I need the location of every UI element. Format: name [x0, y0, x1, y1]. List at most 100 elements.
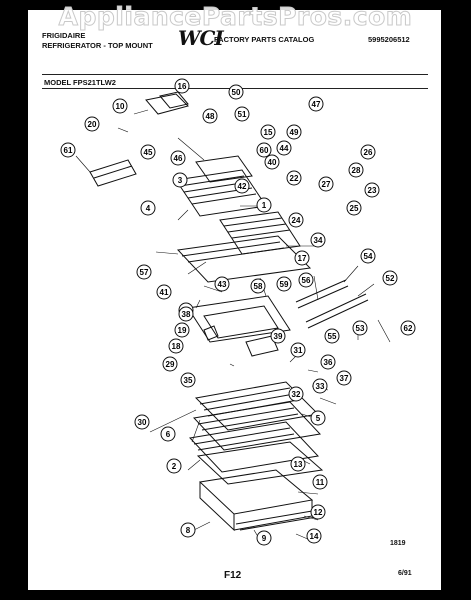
svg-text:14: 14	[310, 532, 319, 541]
figure-number: F12	[224, 570, 242, 581]
document-number: 5995206512	[368, 35, 410, 44]
brand-name: FRIGIDAIRE	[42, 31, 86, 40]
callout-12: 12	[310, 504, 326, 520]
svg-text:22: 22	[290, 174, 299, 183]
svg-text:46: 46	[174, 154, 183, 163]
callout-47: 47	[308, 96, 324, 112]
callout-23: 23	[364, 182, 380, 198]
svg-text:6: 6	[166, 430, 171, 439]
svg-text:52: 52	[386, 274, 395, 283]
callout-16: 16	[174, 78, 190, 94]
callout-49: 49	[286, 124, 302, 140]
crisper-cover-part	[145, 93, 189, 115]
svg-text:16: 16	[178, 82, 187, 91]
callout-30: 30	[134, 414, 150, 430]
svg-text:4: 4	[146, 204, 151, 213]
callout-28: 28	[348, 162, 364, 178]
callout-61: 61	[60, 142, 76, 158]
callout-45: 45	[140, 144, 156, 160]
callout-41: 41	[156, 284, 172, 300]
svg-text:27: 27	[322, 180, 331, 189]
svg-text:17: 17	[298, 254, 307, 263]
callout-52: 52	[382, 270, 398, 286]
lower-shelf-3-part	[188, 421, 320, 473]
callout-25: 25	[346, 200, 362, 216]
header-rule	[42, 74, 428, 75]
svg-text:15: 15	[264, 128, 273, 137]
svg-text:35: 35	[184, 376, 193, 385]
callout-6: 6	[160, 426, 176, 442]
svg-text:43: 43	[218, 280, 227, 289]
callout-27: 27	[318, 176, 334, 192]
shelf-frame-part	[176, 235, 312, 283]
svg-text:2: 2	[172, 462, 177, 471]
callout-9: 9	[256, 530, 272, 546]
svg-text:32: 32	[292, 390, 301, 399]
callout-4: 4	[140, 200, 156, 216]
svg-text:45: 45	[144, 148, 153, 157]
svg-text:56: 56	[302, 276, 311, 285]
svg-text:44: 44	[280, 144, 289, 153]
callout-37: 37	[336, 370, 352, 386]
callout-62: 62	[400, 320, 416, 336]
callout-59: 59	[276, 276, 292, 292]
callout-46: 46	[170, 150, 186, 166]
svg-text:41: 41	[160, 288, 169, 297]
svg-text:61: 61	[64, 146, 73, 155]
exploded-view-diagram: 1 2 3 4 5 6 8 9 10 11 12 13 14 15 16 17 …	[60, 78, 416, 546]
svg-text:1: 1	[262, 201, 267, 210]
diagram-code: 1819	[390, 540, 406, 547]
callout-13: 13	[290, 456, 306, 472]
callout-29: 29	[162, 356, 178, 372]
crisper-pan-part	[198, 469, 314, 515]
callout-44: 44	[276, 140, 292, 156]
svg-text:12: 12	[314, 508, 323, 517]
catalog-title: FACTORY PARTS CATALOG	[214, 35, 315, 44]
callout-11: 11	[312, 474, 328, 490]
callout-35: 35	[180, 372, 196, 388]
callout-14: 14	[306, 528, 322, 544]
callout-8: 8	[180, 522, 196, 538]
svg-text:40: 40	[268, 158, 277, 167]
callout-19: 19	[174, 322, 190, 338]
svg-text:58: 58	[254, 282, 263, 291]
svg-text:60: 60	[260, 146, 269, 155]
svg-text:37: 37	[340, 374, 349, 383]
svg-text:55: 55	[328, 332, 337, 341]
callout-36: 36	[320, 354, 336, 370]
model-label: MODEL FPS21TLW2	[44, 78, 116, 87]
svg-text:57: 57	[140, 268, 149, 277]
callout-40: 40	[264, 154, 280, 170]
svg-text:30: 30	[138, 418, 147, 427]
callout-18: 18	[168, 338, 184, 354]
callout-57: 57	[136, 264, 152, 280]
svg-text:59: 59	[280, 280, 289, 289]
svg-text:8: 8	[186, 526, 191, 535]
svg-text:39: 39	[274, 332, 283, 341]
svg-text:33: 33	[316, 382, 325, 391]
callout-53: 53	[352, 320, 368, 336]
callout-58: 58	[250, 278, 266, 294]
callout-42: 42	[234, 178, 250, 194]
callout-38: 38	[178, 306, 194, 322]
svg-text:9: 9	[262, 534, 267, 543]
callout-39: 39	[270, 328, 286, 344]
svg-text:31: 31	[294, 346, 303, 355]
callout-10: 10	[112, 98, 128, 114]
callout-20: 20	[84, 116, 100, 132]
revision-date: 6/91	[398, 570, 412, 577]
svg-text:25: 25	[350, 204, 359, 213]
callout-55: 55	[324, 328, 340, 344]
svg-text:51: 51	[238, 110, 247, 119]
svg-text:10: 10	[116, 102, 125, 111]
callout-labels: 1 2 3 4 5 6 8 9 10 11 12 13 14 15 16 17 …	[60, 78, 416, 546]
product-line: REFRIGERATOR - TOP MOUNT	[42, 41, 153, 50]
svg-text:29: 29	[166, 360, 175, 369]
svg-text:62: 62	[404, 324, 413, 333]
callout-51: 51	[234, 106, 250, 122]
rail-right-part	[305, 293, 369, 329]
callout-33: 33	[312, 378, 328, 394]
callout-24: 24	[288, 212, 304, 228]
svg-text:53: 53	[356, 324, 365, 333]
callout-43: 43	[214, 276, 230, 292]
